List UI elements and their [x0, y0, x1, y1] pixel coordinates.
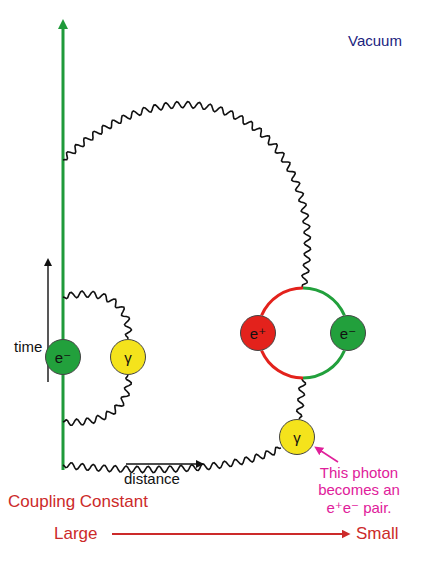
axis-label: time	[14, 338, 42, 355]
loop-segment	[262, 351, 303, 378]
photon-line	[63, 291, 131, 339]
axis-end-label: Small	[356, 524, 399, 544]
particle-circle: e⁻	[330, 315, 366, 351]
particle-symbol: γ	[124, 350, 132, 365]
axis-end-label: Large	[54, 524, 97, 544]
pair-loop-arc	[262, 288, 345, 315]
electron-worldline	[62, 24, 65, 470]
particle-symbol: γ	[293, 430, 301, 445]
photon-circle: γ	[279, 419, 315, 455]
particle-symbol: e⁺	[250, 326, 266, 341]
photon-line	[63, 375, 131, 425]
loop-segment	[262, 288, 303, 315]
photon-circle: γ	[110, 339, 146, 375]
particle-symbol: e⁻	[340, 326, 356, 341]
photon-line	[297, 378, 306, 419]
coupling-arrow	[112, 533, 346, 535]
region-label: Vacuum	[348, 32, 402, 49]
particle-circle: e⁺	[240, 315, 276, 351]
photon-line	[63, 102, 311, 288]
axis-title: Coupling Constant	[8, 492, 148, 512]
particle-symbol: e⁻	[55, 350, 71, 365]
distance-arrow	[126, 463, 200, 464]
axis-label: distance	[124, 470, 180, 487]
pair-loop-arc	[262, 351, 345, 378]
note-text: This photon becomes an e⁺e⁻ pair.	[300, 464, 418, 516]
photon-line	[63, 447, 281, 472]
loop-segment	[303, 288, 344, 315]
pointer-arrow	[318, 449, 338, 462]
particle-circle: e⁻	[45, 339, 81, 375]
loop-segment	[303, 351, 344, 378]
